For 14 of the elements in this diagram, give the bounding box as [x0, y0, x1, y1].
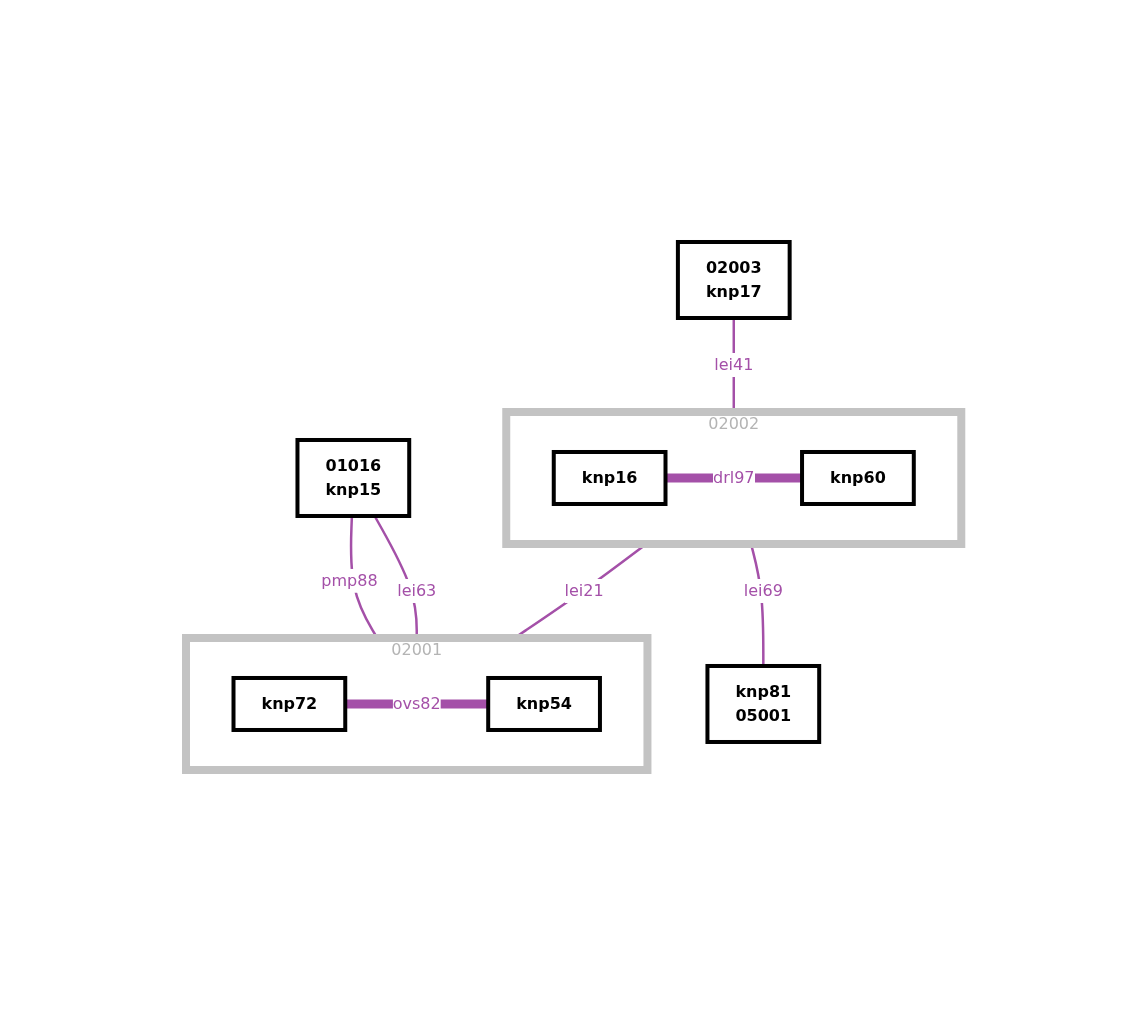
edge-label: lei21 — [564, 580, 604, 600]
edge-label: drl97 — [712, 467, 755, 487]
node-box: 01016 knp15 — [295, 438, 412, 518]
node-box: knp60 — [799, 450, 916, 506]
edge-label: lei41 — [714, 355, 754, 374]
node-box: knp81 05001 — [705, 664, 822, 744]
edge-label: lei63 — [397, 580, 437, 600]
node-box: knp72 — [231, 676, 348, 732]
edge-label: pmp88 — [321, 570, 378, 590]
node-box: knp54 — [486, 676, 602, 732]
node-box: knp16 — [551, 450, 668, 506]
edge-label: ovs82 — [392, 693, 441, 713]
node-box: 02003 knp17 — [675, 240, 792, 320]
edge-label: lei69 — [743, 580, 783, 600]
